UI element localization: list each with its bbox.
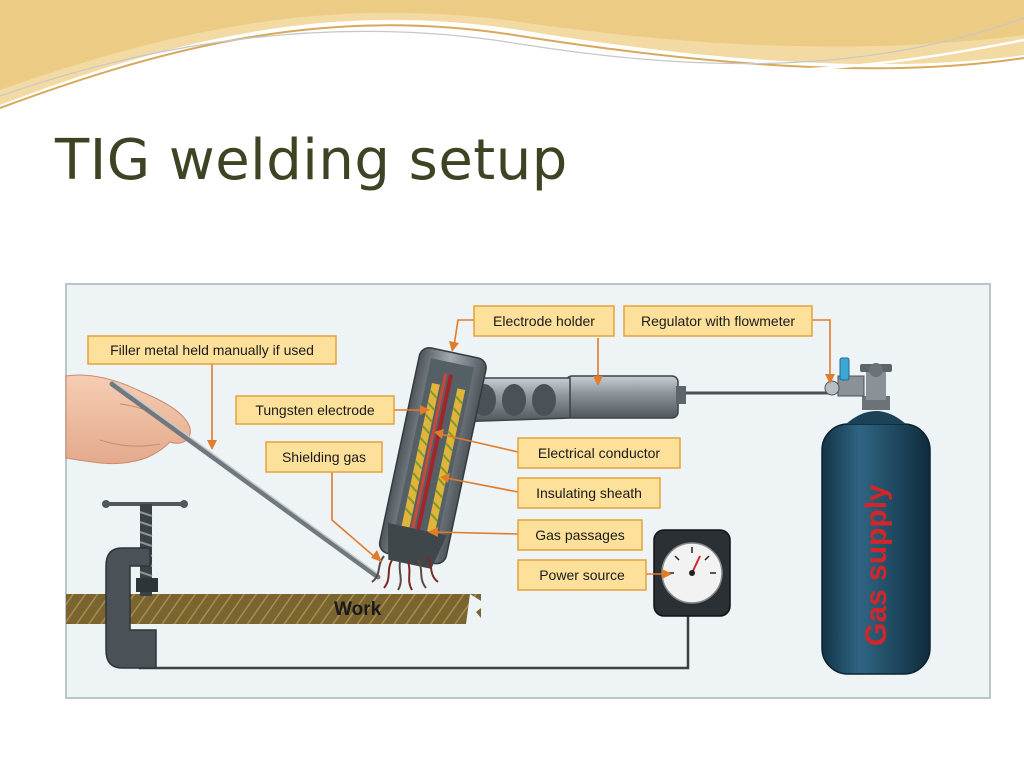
gas-supply-label: Gas supply <box>860 484 893 646</box>
torch-head <box>378 347 487 569</box>
label-regulator: Regulator with flowmeter <box>641 313 795 329</box>
torch-handle <box>451 375 686 423</box>
callout-filler-metal: Filler metal held manually if used <box>87 335 337 365</box>
callout-shielding-gas: Shielding gas <box>265 441 383 473</box>
label-insulating-sheath: Insulating sheath <box>536 485 642 501</box>
callout-gas-passages: Gas passages <box>517 519 643 551</box>
label-shielding-gas: Shielding gas <box>282 449 366 465</box>
label-electrical-conductor: Electrical conductor <box>538 445 661 461</box>
power-source-meter-icon <box>653 529 731 617</box>
filler-rod <box>109 381 381 580</box>
label-tungsten-electrode: Tungsten electrode <box>255 402 375 418</box>
filler-rod-highlight <box>113 381 379 575</box>
callout-power-source: Power source <box>517 559 647 591</box>
slide-title: TIG welding setup <box>55 128 568 193</box>
callout-electrode-holder: Electrode holder <box>473 305 615 337</box>
label-filler-metal: Filler metal held manually if used <box>110 342 314 358</box>
shielding-gas-flow <box>371 555 439 591</box>
c-clamp-icon <box>102 500 188 669</box>
header-wave-decoration <box>0 0 1024 114</box>
regulator-flowmeter-icon <box>824 357 865 397</box>
gas-cylinder <box>821 363 931 675</box>
callout-regulator: Regulator with flowmeter <box>623 305 813 337</box>
leader-arrows <box>207 341 835 579</box>
work-label: Work <box>334 599 382 620</box>
callout-electrical-conductor: Electrical conductor <box>517 437 681 469</box>
label-power-source: Power source <box>539 567 625 583</box>
callout-insulating-sheath: Insulating sheath <box>517 477 661 509</box>
work-piece <box>66 594 486 624</box>
label-gas-passages: Gas passages <box>535 527 625 543</box>
label-electrode-holder: Electrode holder <box>493 313 595 329</box>
callout-tungsten-electrode: Tungsten electrode <box>235 395 395 425</box>
